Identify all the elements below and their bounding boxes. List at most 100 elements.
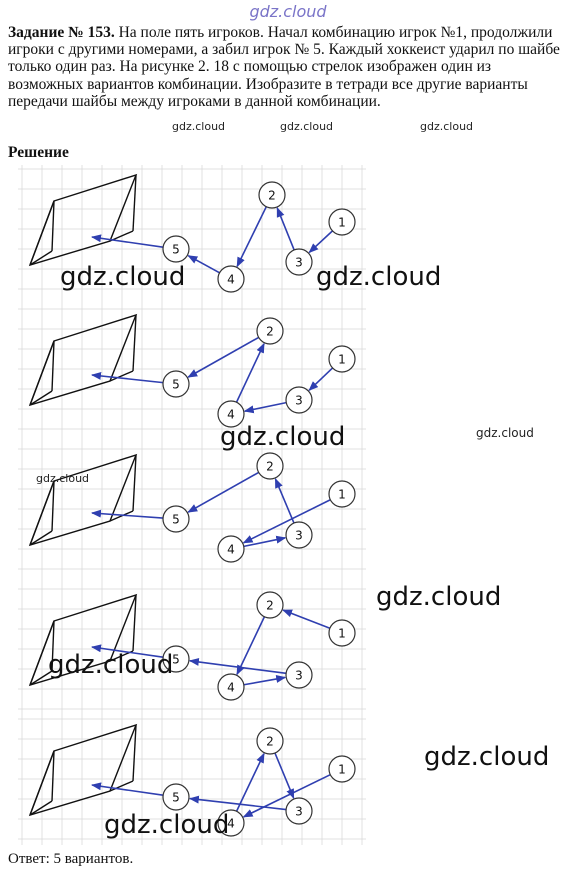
pass-arrow-3-2 [276,207,295,251]
player-5: 5 [162,645,190,673]
player-label: 5 [172,378,180,392]
player-label: 5 [172,243,180,257]
pass-arrow-5-goal [91,234,164,248]
player-label: 4 [227,817,235,831]
grid-lines [18,585,366,715]
grid-lines [18,305,366,445]
grid-lines [18,445,366,585]
player-5: 5 [162,235,190,263]
player-label: 3 [295,256,303,270]
player-5: 5 [162,783,190,811]
pass-arrow-3-5 [188,658,287,675]
goal-net [28,313,138,407]
big-watermark: gdz.cloud [376,582,502,612]
task-label: Задание № 153. [8,24,115,41]
player-4: 4 [217,265,245,293]
answer-text: Ответ: 5 вариантов. [8,851,134,867]
pass-arrow-4-2 [235,342,265,403]
small-watermark: gdz.cloud [476,426,534,440]
pass-arrow-1-2 [282,609,331,630]
player-2: 2 [258,181,286,209]
big-watermark: gdz.cloud [48,650,174,680]
big-watermark: gdz.cloud [424,742,550,772]
player-label: 4 [227,681,235,695]
player-label: 2 [266,599,274,613]
player-3: 3 [285,661,313,689]
player-4: 4 [217,400,245,428]
pass-arrow-1-3 [308,230,334,254]
small-watermark: gdz.cloud [420,120,474,133]
player-3: 3 [285,521,313,549]
pass-arrow-5-goal [91,782,164,796]
pass-arrow-5-goal [91,509,164,519]
pass-arrow-2-4 [236,206,268,268]
big-watermark: gdz.cloud [316,262,442,292]
player-label: 5 [172,513,180,527]
solution-heading: Решение [8,144,69,161]
pass-arrow-4-2 [235,752,265,812]
player-label: 2 [266,460,274,474]
player-3: 3 [285,386,313,414]
player-1: 1 [328,755,356,783]
pass-arrow-3-5 [188,795,287,811]
player-3: 3 [285,248,313,276]
pass-arrow-4-5 [187,255,220,274]
player-label: 2 [266,325,274,339]
pass-arrow-2-4 [236,616,266,676]
player-label: 1 [338,488,346,502]
pass-arrow-2-5 [187,471,260,513]
goal-net [28,453,138,547]
variant-figure-2: 1 2 3 4 5 [18,305,366,445]
player-1: 1 [328,619,356,647]
goal-net [28,173,138,267]
variant-figure-1: 1 2 3 4 5 [18,165,366,305]
player-label: 5 [172,653,180,667]
big-watermark: gdz.cloud [220,422,346,452]
variant-figure-5: 1 2 3 4 5 [18,715,366,845]
player-1: 1 [328,345,356,373]
pass-arrow-2-5 [187,336,260,378]
player-label: 1 [338,353,346,367]
player-3: 3 [285,797,313,825]
player-label: 3 [295,529,303,543]
pass-arrow-4-3 [243,675,287,686]
small-watermark: gdz.cloud [36,472,90,485]
watermark-top: gdz.cloud [249,2,327,21]
player-4: 4 [217,809,245,837]
player-label: 4 [227,543,235,557]
player-1: 1 [328,480,356,508]
pass-arrow-4-3 [243,535,287,548]
player-label: 1 [338,216,346,230]
player-label: 1 [338,627,346,641]
pass-arrow-5-goal [91,371,164,384]
player-label: 3 [295,394,303,408]
player-2: 2 [256,591,284,619]
player-1: 1 [328,208,356,236]
task-body: На поле пять игроков. Начал комбинацию и… [8,24,560,110]
player-label: 2 [268,189,276,203]
player-label: 3 [295,669,303,683]
player-5: 5 [162,370,190,398]
pass-arrow-5-goal [91,644,164,658]
big-watermark: gdz.cloud [60,262,186,292]
goal-net [28,723,138,817]
player-5: 5 [162,505,190,533]
grid-lines [18,165,366,305]
pass-arrow-1-3 [308,367,334,392]
player-2: 2 [256,727,284,755]
small-watermark: gdz.cloud [172,120,226,133]
small-watermark: gdz.cloud [280,120,334,133]
variant-figure-3: 1 2 3 4 5 [18,445,366,585]
player-2: 2 [256,317,284,345]
variant-figure-4: 1 2 3 4 5 [18,585,366,715]
player-label: 4 [227,408,235,422]
pass-arrow-3-4 [243,401,287,414]
task-text: Задание № 153. На поле пять игроков. Нач… [8,24,570,110]
player-label: 3 [295,805,303,819]
player-2: 2 [256,452,284,480]
player-label: 2 [266,735,274,749]
pass-arrow-1-4 [242,499,331,544]
player-label: 4 [227,273,235,287]
player-4: 4 [217,535,245,563]
player-label: 1 [338,763,346,777]
